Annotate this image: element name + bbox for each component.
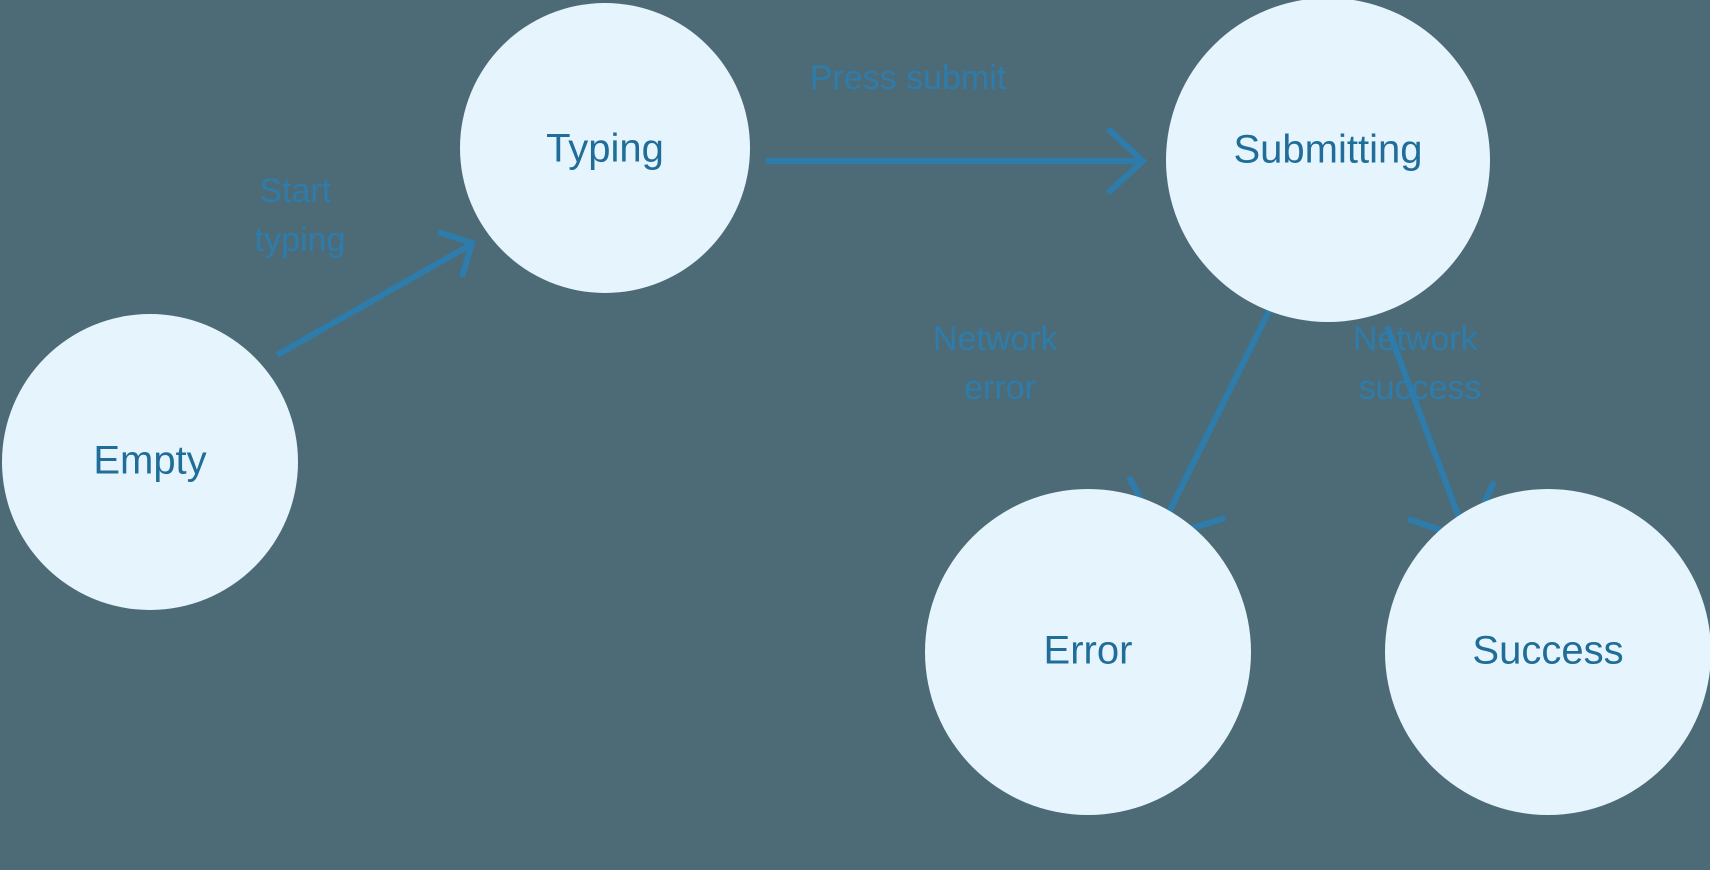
edge-label-submitting-to-error: Network error <box>933 320 1067 407</box>
transition-typing-to-submitting: Press submit <box>766 59 1148 196</box>
edge-line-submitting-to-error <box>1158 305 1274 530</box>
state-circle-error[interactable] <box>925 489 1251 815</box>
transition-empty-to-typing: Start typing <box>255 172 476 358</box>
state-node-submitting[interactable]: Submitting <box>1166 0 1490 322</box>
state-circle-success[interactable] <box>1385 489 1710 815</box>
edge-line-submitting-to-success <box>1384 324 1466 530</box>
arrowhead-empty-to-typing <box>437 229 476 278</box>
state-circle-submitting[interactable] <box>1166 0 1490 322</box>
state-node-typing[interactable]: Typing <box>460 3 750 293</box>
arrowhead-typing-to-submitting <box>1105 126 1148 196</box>
edge-label-submitting-to-success: Network success <box>1353 320 1487 407</box>
state-node-empty[interactable]: Empty <box>2 314 298 610</box>
edge-label-empty-to-typing: Start typing <box>255 172 346 259</box>
state-label-empty: Empty <box>93 439 206 483</box>
edge-label-line-2: error <box>964 369 1036 407</box>
state-circle-typing[interactable] <box>460 3 750 293</box>
state-label-success: Success <box>1472 629 1623 673</box>
state-label-typing: Typing <box>546 127 664 171</box>
state-circle-empty[interactable] <box>2 314 298 610</box>
state-node-success[interactable]: Success <box>1385 489 1710 815</box>
state-node-error[interactable]: Error <box>925 489 1251 815</box>
edge-label-line-2: success <box>1359 369 1482 407</box>
edge-line-empty-to-typing <box>275 242 472 358</box>
transition-submitting-to-success: Network success <box>1353 320 1497 543</box>
edge-label-line-1: Press submit <box>810 59 1007 97</box>
state-label-submitting: Submitting <box>1234 128 1423 172</box>
edge-label-line-1: Start <box>259 172 331 210</box>
edge-label-line-1: Network <box>933 320 1059 358</box>
edge-label-typing-to-submitting: Press submit <box>810 59 1007 97</box>
edge-label-line-2: typing <box>255 221 346 259</box>
edge-label-line-1: Network <box>1353 320 1479 358</box>
state-label-error: Error <box>1044 629 1133 673</box>
